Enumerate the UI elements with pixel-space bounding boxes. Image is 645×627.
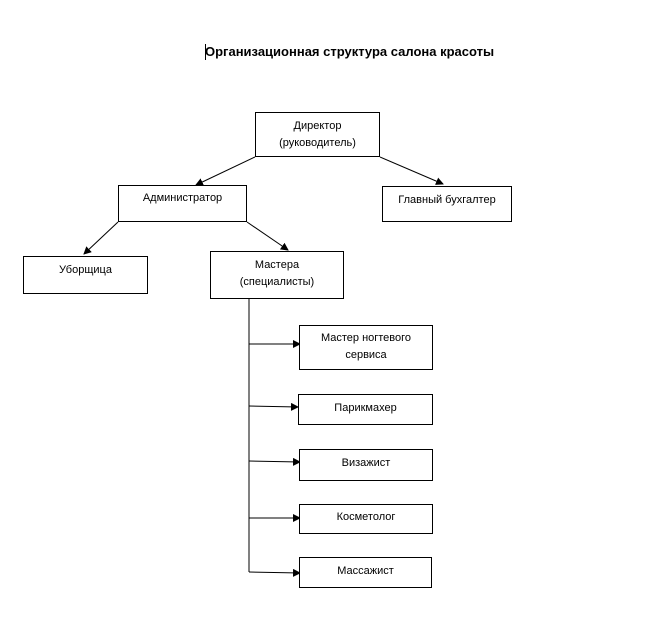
masseur-label: Массажист — [337, 565, 394, 577]
masters-sublabel: (специалисты) — [239, 276, 315, 288]
makeup-artist-box: Визажист — [299, 449, 433, 481]
arrow-masters-masseur — [248, 568, 301, 577]
chief-accountant-label: Главный бухгалтер — [398, 194, 496, 206]
text-cursor — [205, 44, 206, 60]
hairdresser-box: Парикмахер — [298, 394, 433, 425]
administrator-box: Администратор — [118, 185, 247, 222]
director-box: Директор (руководитель) — [255, 112, 380, 157]
masters-label: Мастера — [254, 259, 300, 271]
chief-accountant-box: Главный бухгалтер — [382, 186, 512, 222]
hairdresser-label: Парикмахер — [334, 402, 397, 414]
arrow-masters-makeup-artist — [248, 457, 301, 466]
nail-master-box: Мастер ногтевого сервиса — [299, 325, 433, 370]
administrator-label: Администратор — [142, 192, 223, 204]
arrow-administrator-masters — [246, 221, 289, 251]
director-label: Директор — [293, 120, 342, 132]
arrow-masters-hairdresser — [248, 402, 299, 411]
cosmetologist-label: Косметолог — [336, 511, 396, 523]
arrow-director-accountant — [379, 156, 444, 185]
director-sublabel: (руководитель) — [279, 137, 356, 149]
cleaner-box: Уборщица — [23, 256, 148, 294]
cleaner-label: Уборщица — [59, 264, 112, 276]
nail-master-label: Мастер ногтевого — [320, 332, 412, 344]
arrow-director-administrator — [195, 156, 256, 186]
diagram-title: Организационная структура салона красоты — [205, 44, 495, 59]
masters-box: Мастера (специалисты) — [210, 251, 344, 299]
arrow-administrator-cleaner — [83, 221, 119, 255]
makeup-artist-label: Визажист — [341, 457, 391, 469]
cosmetologist-box: Косметолог — [299, 504, 433, 534]
masseur-box: Массажист — [299, 557, 432, 588]
nail-master-sublabel: сервиса — [345, 349, 387, 361]
